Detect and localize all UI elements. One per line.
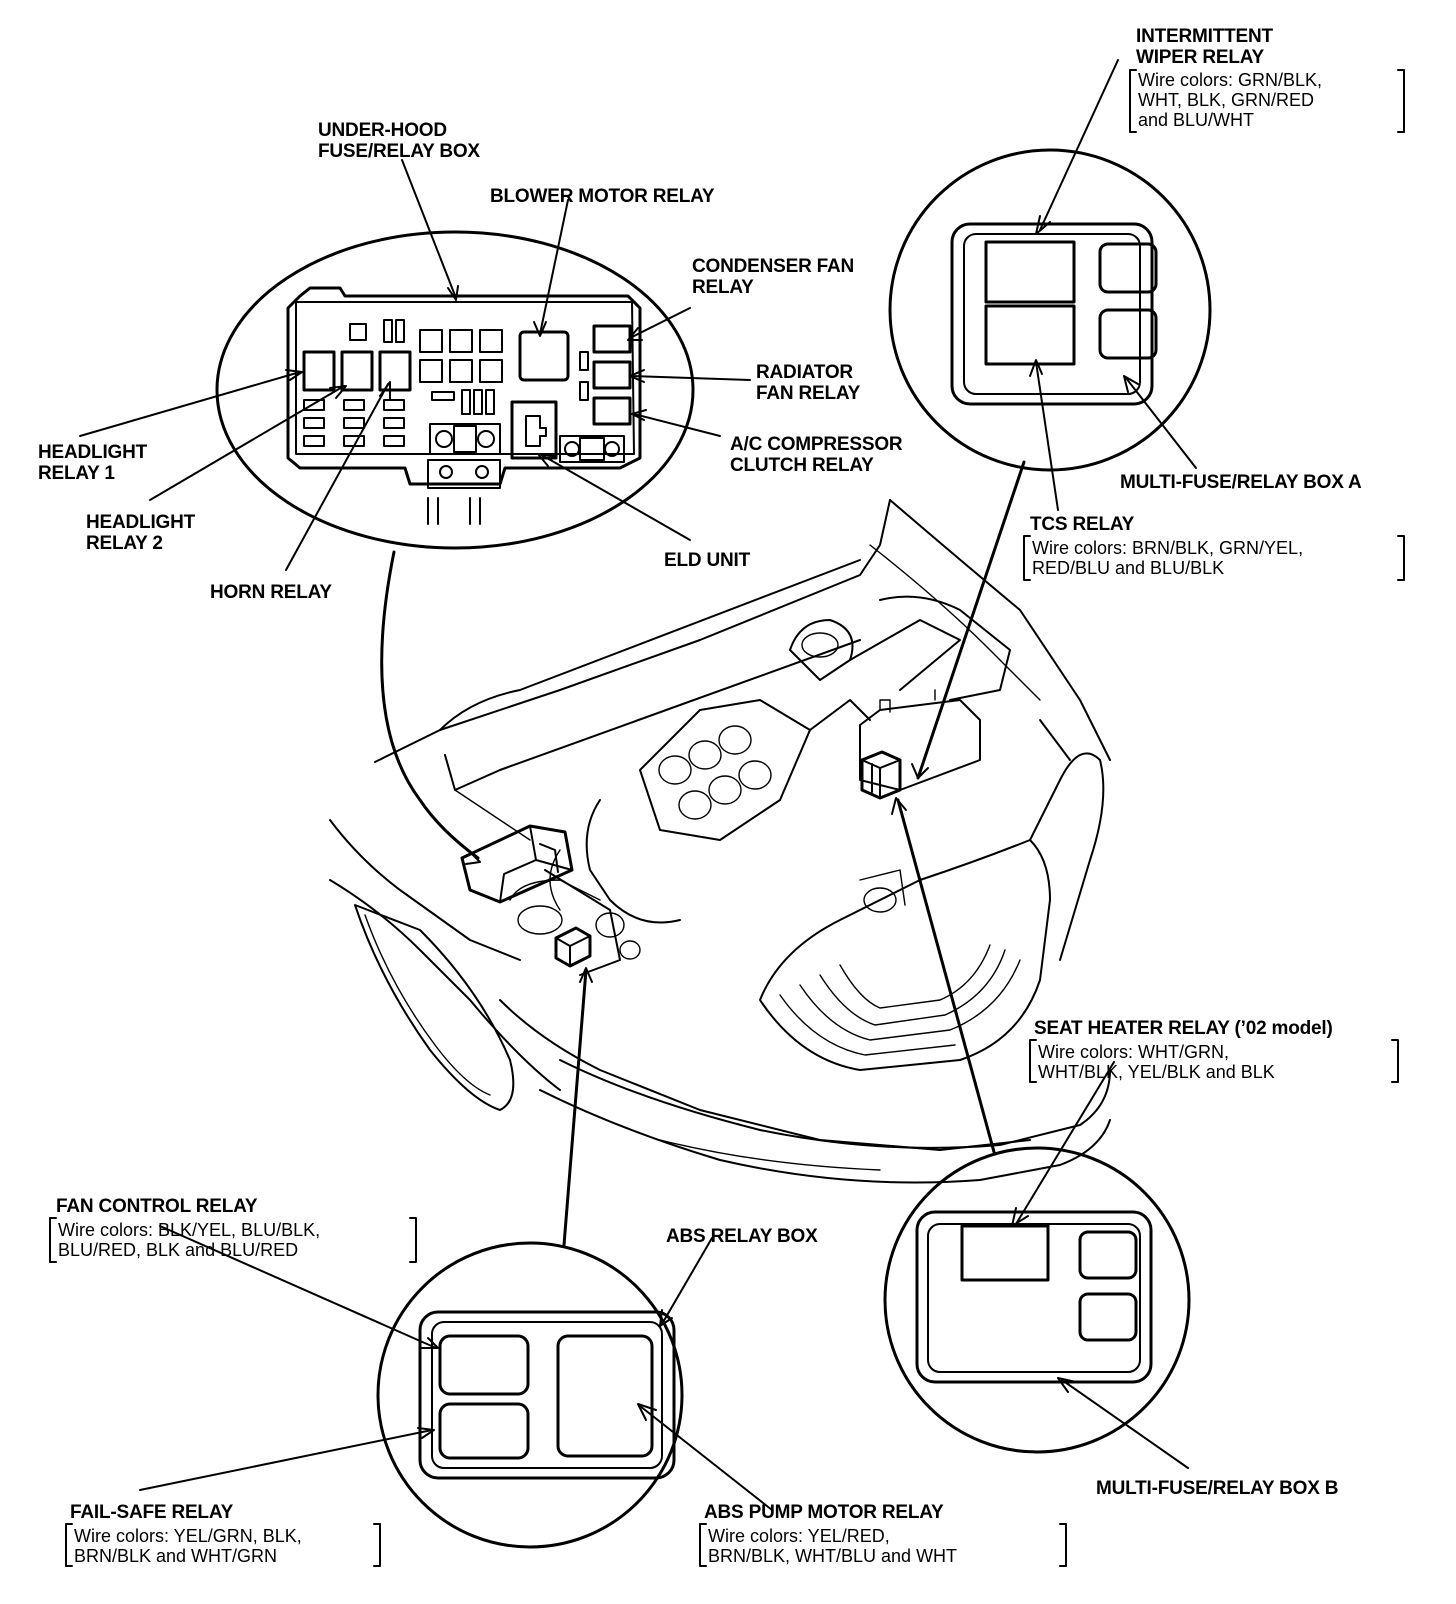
wire-brackets [49,69,1405,1567]
abs-pump-motor-relay-label: ABS PUMP MOTOR RELAY [704,1502,944,1523]
abs-relay-box-in-car [554,926,592,968]
fan-control-relay-label: FAN CONTROL RELAY [56,1196,258,1217]
abs-pump-motor-relay-wire-colors: Wire colors: YEL/RED,BRN/BLK, WHT/BLU an… [708,1526,958,1566]
eld-unit-label: ELD UNIT [664,550,751,571]
tcs-relay-label: TCS RELAY [1030,514,1135,535]
seat-heater-relay-wire-colors: Wire colors: WHT/GRN,WHT/BLK, YEL/BLK an… [1038,1042,1275,1082]
fan-control-relay-wire-colors: Wire colors: BLK/YEL, BLU/BLK,BLU/RED, B… [58,1220,321,1260]
multi-fuse-relay-box-b-label: MULTI-FUSE/RELAY BOX B [1096,1478,1339,1499]
leader-lines [79,59,1197,1511]
abs-relay-box-detail [376,1241,684,1549]
horn-relay-label: HORN RELAY [210,582,332,603]
blower-motor-relay-label: BLOWER MOTOR RELAY [490,186,715,207]
fail-safe-relay-wire-colors: Wire colors: YEL/GRN, BLK,BRN/BLK and WH… [74,1526,302,1566]
multi-fuse-box-b-detail [883,1146,1191,1454]
multi-fuse-box-a-detail [888,148,1212,472]
multi-fuse-relay-box-a-label: MULTI-FUSE/RELAY BOX A [1120,472,1362,493]
car-front-illustration [329,499,1111,1184]
abs-relay-box-label: ABS RELAY BOX [666,1226,818,1247]
multi-fuse-box-in-car [860,750,902,800]
fail-safe-relay-label: FAIL-SAFE RELAY [70,1502,234,1523]
under-hood-fuse-box-in-car [460,824,574,904]
locator-lines [380,460,1026,1247]
seat-heater-relay-label: SEAT HEATER RELAY (’02 model) [1034,1018,1333,1039]
tcs-relay-wire-colors: Wire colors: BRN/BLK, GRN/YEL,RED/BLU an… [1032,538,1304,578]
